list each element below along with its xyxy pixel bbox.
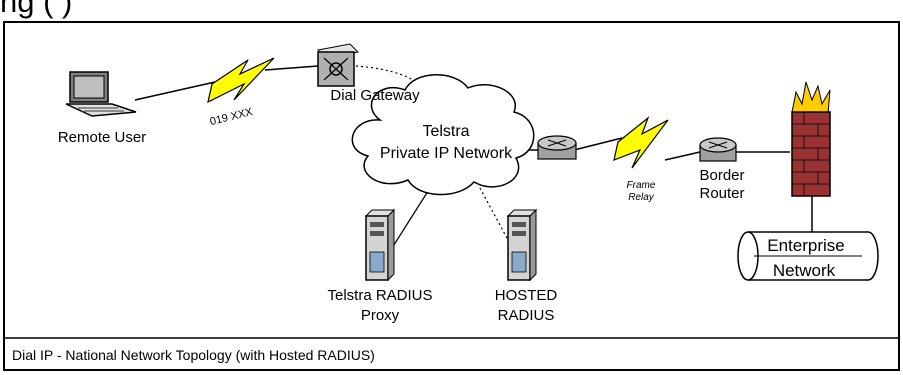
frame-relay-lightning-icon: [613, 116, 669, 169]
hosted-radius-server-icon: [506, 208, 538, 282]
firewall-icon: [791, 81, 831, 197]
border-router-icon: [699, 137, 737, 162]
laptop-icon: [65, 71, 137, 117]
hosted-radius-label-line1: HOSTED: [495, 287, 558, 304]
laptop-to-lightning-line: [134, 81, 216, 101]
frame-relay-label-line2: Relay: [628, 192, 655, 203]
radius-proxy-label-line1: Telstra RADIUS: [327, 287, 432, 304]
dialup-lightning-icon: [207, 57, 275, 104]
frame-relay-label-line1: Frame: [627, 180, 656, 191]
diagram-frame: [3, 21, 900, 371]
hosted-radius-label-line2: RADIUS: [498, 307, 555, 324]
lightning-to-gateway-line: [264, 65, 319, 71]
dial-gateway-label: Dial Gateway: [330, 87, 420, 104]
cropped-header-text: ng ( ): [0, 0, 73, 19]
lightning-to-border-router-line: [664, 151, 701, 161]
enterprise-label-line2: Network: [773, 261, 836, 280]
enterprise-label-line1: Enterprise: [767, 236, 844, 255]
radius-proxy-label-line2: Proxy: [361, 307, 400, 324]
border-router-label-line1: Border: [699, 167, 744, 184]
enterprise-network-icon: [737, 231, 879, 281]
diagram-caption: Dial IP - National Network Topology (wit…: [12, 347, 375, 363]
telstra-router-icon: [537, 135, 577, 160]
cloud-label-line2: Private IP Network: [380, 145, 513, 162]
remote-user-label: Remote User: [58, 129, 146, 146]
cloud-label-line1: Telstra: [422, 123, 469, 140]
router-to-lightning-line: [573, 137, 623, 151]
telstra-cloud-icon: [351, 74, 535, 196]
gateway-to-cloud-dotted-line: [355, 65, 429, 93]
dial-gateway-icon: [316, 43, 360, 87]
border-router-label-line2: Router: [699, 185, 744, 202]
radius-proxy-server-icon: [364, 208, 396, 282]
cloud-to-radius-proxy-line: [391, 187, 431, 249]
